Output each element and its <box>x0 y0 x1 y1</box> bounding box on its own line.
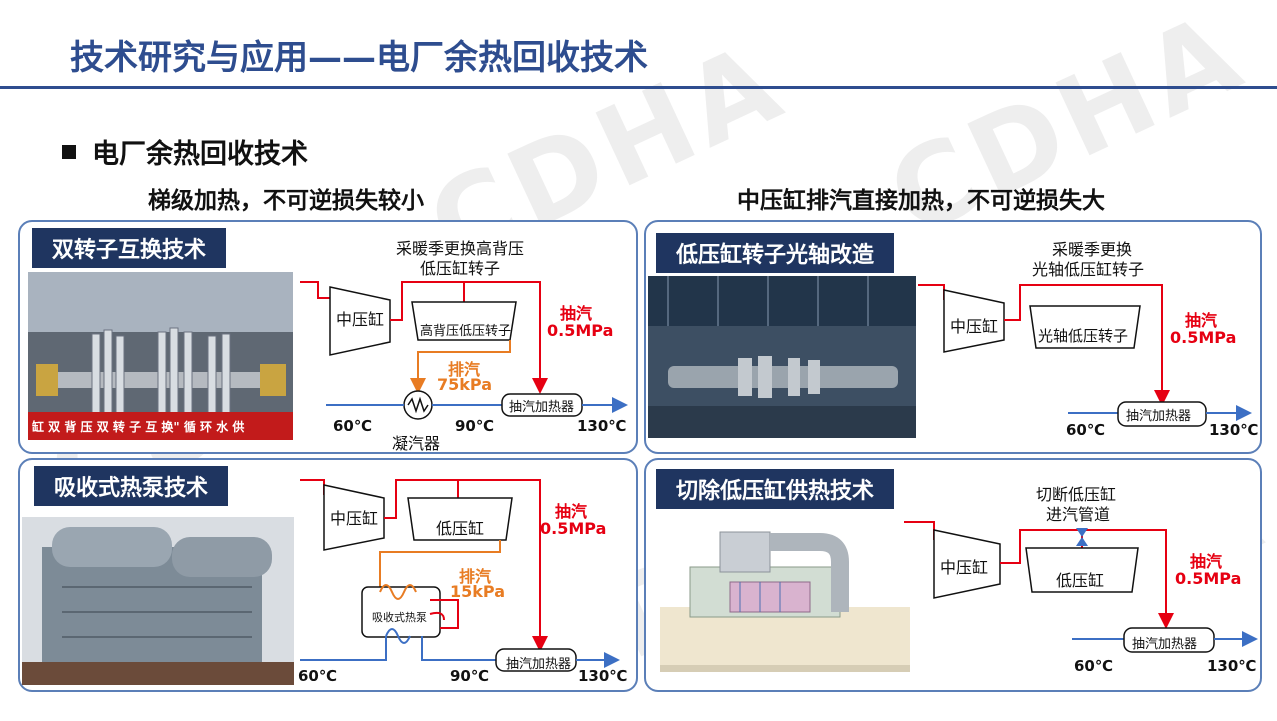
mp-cylinder-label: 中压缸 <box>330 509 379 528</box>
exhaust-pressure: 15kPa <box>450 582 505 601</box>
extraction-pressure: 0.5MPa <box>1170 328 1237 347</box>
page-title: 技术研究与应用——电厂余热回收技术 <box>70 38 648 78</box>
panel-tab-dual-rotor: 双转子互换技术 <box>32 228 227 268</box>
lp-cylinder-label: 低压缸 <box>1056 571 1105 590</box>
temp-outlet: 130℃ <box>1207 657 1257 675</box>
heater-label: 抽汽加热器 <box>509 400 575 415</box>
exhaust-pressure: 75kPa <box>437 375 492 394</box>
temp-outlet: 130℃ <box>1209 421 1259 439</box>
heat-pump-photo <box>22 517 294 685</box>
lp-cylinder-shape <box>1025 547 1139 593</box>
rotor-photo-banner: 缸 双 背 压 双 转 子 互 换" 循 环 水 供 <box>32 419 244 434</box>
lp-rotor-label: 高背压低压转子 <box>420 324 512 339</box>
panel-tab-lp-cutoff: 切除低压缸供热技术 <box>656 469 895 509</box>
section-heading: 电厂余热回收技术 <box>62 132 308 171</box>
mp-cylinder-label: 中压缸 <box>336 310 385 329</box>
diagram-absorption-heat-pump <box>300 479 620 672</box>
bullet-square-icon <box>62 145 76 159</box>
top-label-line1: 采暖季更换高背压 <box>396 239 525 258</box>
temp-middle: 90℃ <box>455 417 495 435</box>
top-label-line1: 切断低压缸 <box>1036 485 1117 504</box>
exhaust-label: 排汽 <box>459 567 492 586</box>
extraction-label: 抽汽 <box>560 304 593 323</box>
extraction-label: 抽汽 <box>1185 311 1218 330</box>
exhaust-label: 排汽 <box>448 360 481 379</box>
temp-outlet: 130℃ <box>578 667 628 685</box>
temp-middle: 90℃ <box>450 667 490 685</box>
top-label-line2: 低压缸转子 <box>420 259 501 278</box>
temp-inlet: 60℃ <box>298 667 338 685</box>
rotor-photo: 缸 双 背 压 双 转 子 互 换" 循 环 水 供 <box>28 272 293 440</box>
extraction-pressure: 0.5MPa <box>547 321 614 340</box>
turbine-drawing <box>660 512 910 672</box>
mp-cylinder-shape <box>323 484 385 551</box>
valve-icon <box>1076 528 1088 537</box>
extraction-pressure: 0.5MPa <box>1175 569 1242 588</box>
temp-inlet: 60℃ <box>1066 421 1106 439</box>
heater-label: 抽汽加热器 <box>506 657 572 672</box>
heater-label: 抽汽加热器 <box>1132 637 1198 652</box>
lp-rotor-label: 光轴低压转子 <box>1038 327 1129 345</box>
mp-cylinder-shape <box>943 289 1005 353</box>
top-label-line2: 进汽管道 <box>1046 505 1111 524</box>
shaft-photo <box>648 276 916 438</box>
section-heading-text: 电厂余热回收技术 <box>92 139 308 170</box>
mp-cylinder-shape <box>933 529 1001 599</box>
temp-inlet: 60℃ <box>333 417 373 435</box>
panel-tab-optical-shaft: 低压缸转子光轴改造 <box>656 233 895 273</box>
condenser-label: 凝汽器 <box>392 434 441 453</box>
mp-cylinder-label: 中压缸 <box>940 558 989 577</box>
subhead-left: 梯级加热，不可逆损失较小 <box>148 188 424 214</box>
extraction-pressure: 0.5MPa <box>540 519 607 538</box>
mp-cylinder-label: 中压缸 <box>950 317 999 336</box>
panel-tab-absorption-heat-pump: 吸收式热泵技术 <box>34 466 229 506</box>
extraction-label: 抽汽 <box>555 502 588 521</box>
heat-pump-label: 吸收式热泵 <box>372 611 427 624</box>
top-label-line1: 采暖季更换 <box>1052 240 1133 259</box>
heater-label: 抽汽加热器 <box>1126 409 1192 424</box>
extraction-label: 抽汽 <box>1190 552 1223 571</box>
mp-cylinder-shape <box>329 286 391 356</box>
temp-outlet: 130℃ <box>577 417 627 435</box>
title-divider <box>0 86 1277 89</box>
top-label-line2: 光轴低压缸转子 <box>1032 260 1145 279</box>
lp-cylinder-label: 低压缸 <box>436 519 485 538</box>
heat-pump-box <box>361 586 441 638</box>
lp-rotor-shape <box>1029 305 1141 349</box>
diagram-lp-cutoff <box>904 521 1258 653</box>
temp-inlet: 60℃ <box>1074 657 1114 675</box>
diagram-dual-rotor <box>300 281 628 420</box>
lp-cylinder-shape <box>407 497 513 541</box>
subhead-right: 中压缸排汽直接加热，不可逆损失大 <box>737 188 1105 214</box>
diagram-optical-shaft <box>918 284 1252 427</box>
